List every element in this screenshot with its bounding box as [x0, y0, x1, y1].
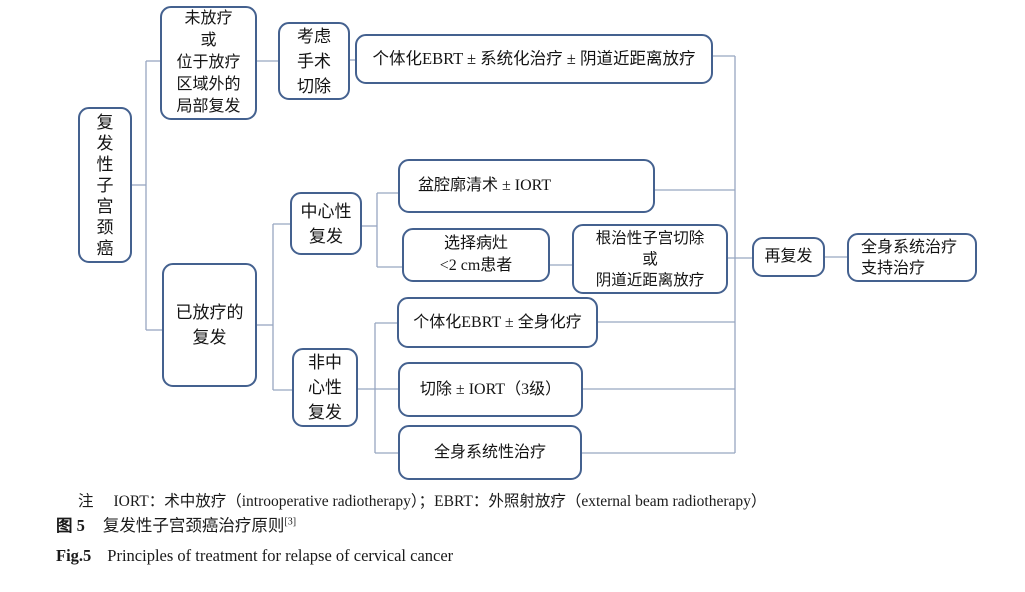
node-resection-iort-grade3: 切除 ± IORT（3级） [398, 362, 583, 417]
node-radical-hysterectomy-or-brachy: 根治性子宫切除 或 阴道近距离放疗 [572, 224, 728, 294]
caption-en-title: Principles of treatment for relapse of c… [107, 546, 454, 565]
note-label: 注 [78, 493, 94, 510]
caption-cn-label: 图 5 [56, 516, 85, 535]
node-prior-rt-relapse: 已放疗的 复发 [162, 263, 257, 387]
caption-en-label: Fig.5 [56, 546, 92, 565]
node-ebrt-systemic-brachytherapy: 个体化EBRT ± 系统化治疗 ± 阴道近距离放疗 [355, 34, 713, 84]
node-systemic-therapy: 全身系统性治疗 [398, 425, 582, 480]
node-systemic-treatment-support: 全身系统治疗 支持治疗 [847, 233, 977, 282]
node-non-central-relapse: 非中 心性 复发 [292, 348, 358, 427]
node-consider-surgical-resection: 考虑 手术 切除 [278, 22, 350, 100]
caption-cn-reference: [3] [284, 516, 297, 528]
figure-caption-en: Fig.5 Principles of treatment for relapse… [56, 546, 453, 566]
node-ebrt-chemotherapy: 个体化EBRT ± 全身化疗 [397, 297, 598, 348]
node-pelvic-exenteration-iort: 盆腔廓清术 ± IORT [398, 159, 655, 213]
note-text: IORT：术中放疗（introoperative radiotherapy）；E… [113, 493, 767, 510]
node-re-relapse: 再复发 [752, 237, 825, 277]
figure-note: 注 IORT：术中放疗（introoperative radiotherapy）；… [78, 489, 766, 511]
node-selected-lesion-under-2cm: 选择病灶 <2 cm患者 [402, 228, 550, 282]
node-recurrent-cervical-cancer: 复 发 性 子 宫 颈 癌 [78, 107, 132, 263]
node-central-relapse: 中心性 复发 [290, 192, 362, 255]
node-no-prior-rt-local-relapse: 未放疗 或 位于放疗 区域外的 局部复发 [160, 6, 257, 120]
caption-cn-title: 复发性子宫颈癌治疗原则 [102, 516, 285, 535]
figure-caption-cn: 图 5 复发性子宫颈癌治疗原则[3] [56, 512, 296, 536]
